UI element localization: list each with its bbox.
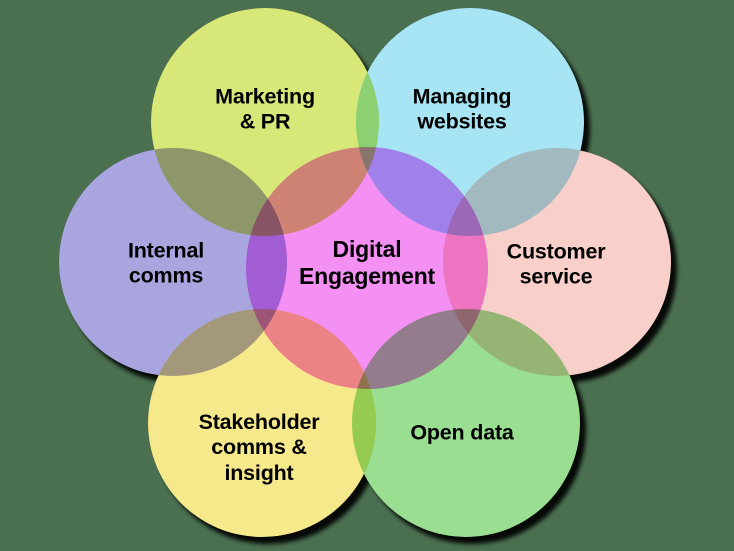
petal-circle-layer [59,8,671,537]
petal-circle-internal-comms[interactable] [59,148,287,376]
core-circle-digital-engagement[interactable] [246,147,488,389]
